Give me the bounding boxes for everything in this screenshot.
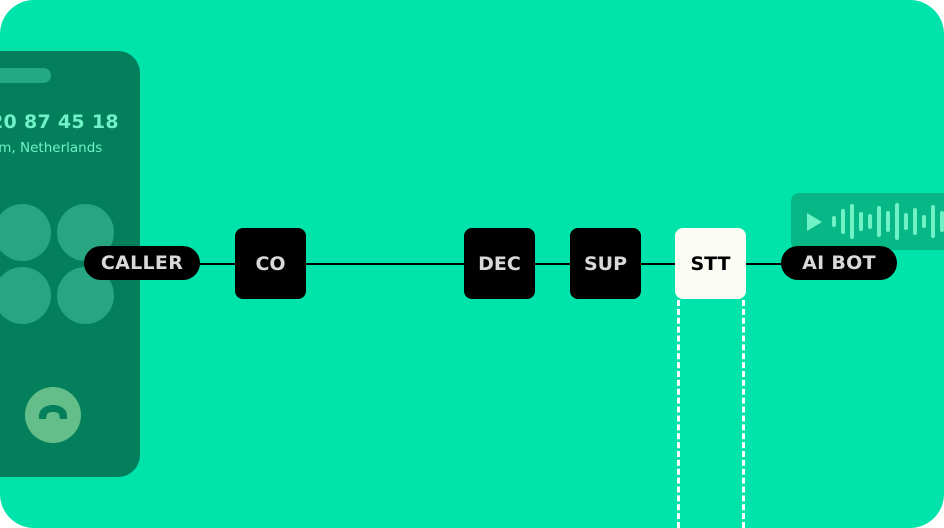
ai-bot-pill[interactable]: AI BOT: [781, 246, 897, 280]
connector-line: [199, 263, 236, 265]
stt-dashed-line: [677, 300, 680, 528]
connector-line: [535, 263, 571, 265]
node-dec[interactable]: DEC: [464, 228, 535, 299]
audio-message-card[interactable]: [791, 193, 944, 250]
play-icon[interactable]: [805, 212, 823, 236]
phone-hangup-icon: [36, 403, 70, 427]
node-sup[interactable]: SUP: [570, 228, 641, 299]
node-co[interactable]: CO: [235, 228, 306, 299]
end-call-button[interactable]: [25, 387, 81, 443]
connector-line: [641, 263, 676, 265]
caller-pill[interactable]: CALLER: [84, 246, 200, 280]
node-stt[interactable]: STT: [675, 228, 746, 299]
keypad-button[interactable]: [0, 267, 51, 324]
connector-line: [746, 263, 782, 265]
connector-line: [306, 263, 465, 265]
phone-number: 20 87 45 18: [0, 111, 119, 133]
stt-dashed-line: [742, 300, 745, 528]
keypad-button[interactable]: [0, 204, 51, 261]
phone-status-bar: [0, 68, 51, 83]
waveform-icon: [832, 201, 944, 246]
phone-location: am, Netherlands: [0, 140, 103, 156]
